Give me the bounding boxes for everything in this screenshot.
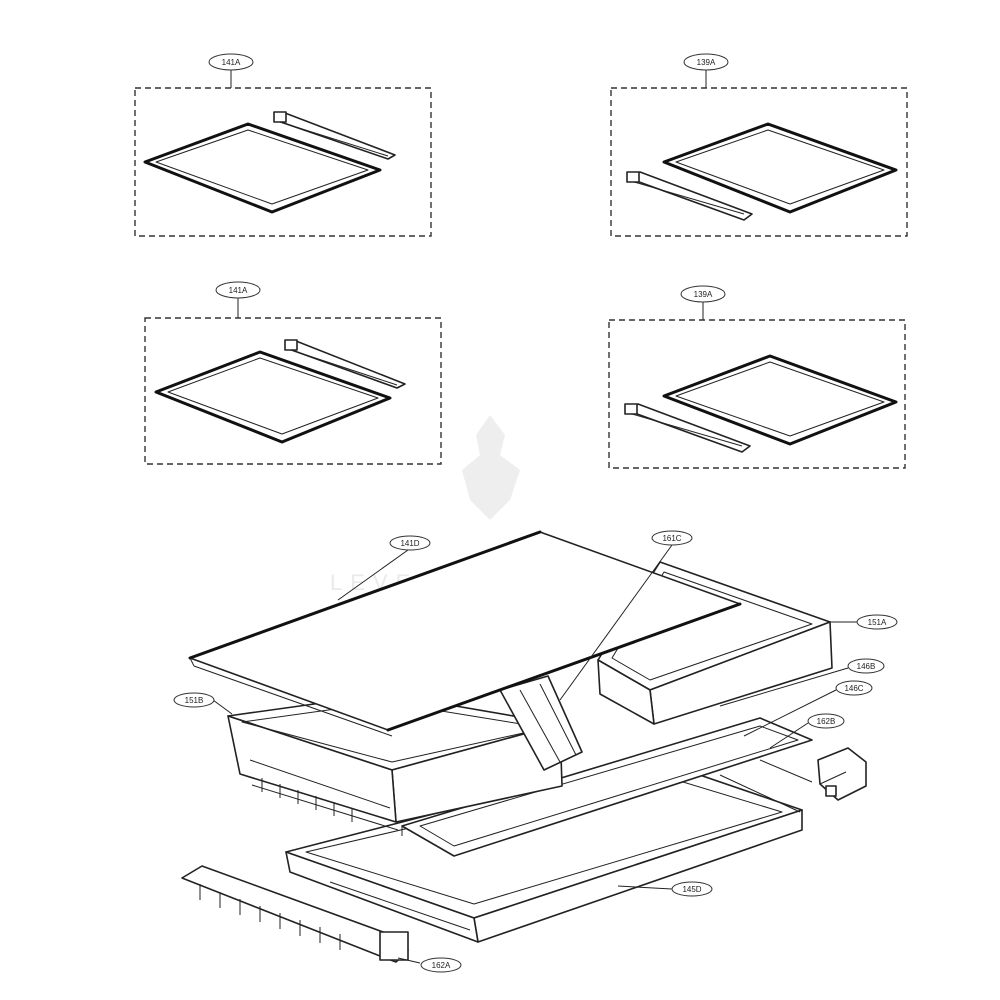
cover-plate bbox=[401, 717, 813, 857]
svg-text:146C: 146C bbox=[844, 684, 863, 693]
dashed-frame bbox=[144, 317, 442, 465]
svg-text:162B: 162B bbox=[817, 717, 836, 726]
callout-oval bbox=[680, 285, 726, 303]
svg-text:141D: 141D bbox=[400, 539, 419, 548]
right-bracket bbox=[759, 747, 867, 801]
callout-label: 139A bbox=[694, 290, 713, 299]
callout-145D: 145D bbox=[671, 881, 713, 897]
left-bracket bbox=[181, 865, 409, 963]
callout-oval bbox=[683, 53, 729, 71]
center-rail bbox=[499, 675, 583, 771]
dashed-frame bbox=[608, 319, 906, 469]
svg-text:151A: 151A bbox=[868, 618, 887, 627]
left-drawer bbox=[227, 693, 563, 831]
callout-label: 141A bbox=[229, 286, 248, 295]
svg-text:146B: 146B bbox=[857, 662, 876, 671]
svg-text:145D: 145D bbox=[682, 885, 701, 894]
large-glass-shelf bbox=[188, 530, 742, 737]
shelf-assembly-box-1: 141A bbox=[134, 53, 432, 237]
svg-text:162A: 162A bbox=[432, 961, 451, 970]
callout-label: 139A bbox=[697, 58, 716, 67]
callout-151A: 151A bbox=[856, 614, 898, 630]
shelf-assembly-box-4: 139A bbox=[608, 285, 906, 469]
dashed-frame bbox=[134, 87, 432, 237]
bottom-tray bbox=[285, 757, 803, 943]
callout-146B: 146B bbox=[847, 658, 885, 674]
callout-161C: 161C bbox=[651, 530, 693, 546]
callout-162A: 162A bbox=[420, 957, 462, 973]
callout-146C: 146C bbox=[835, 680, 873, 696]
svg-text:151B: 151B bbox=[185, 696, 204, 705]
callout-oval bbox=[215, 281, 261, 299]
shelf-assembly-box-3: 141A bbox=[144, 281, 442, 465]
callout-oval bbox=[208, 53, 254, 71]
crisper-assembly: 141D 161C 151A 146B 146C 162B 151B 145D bbox=[173, 530, 898, 973]
shelf-assembly-box-2: 139A bbox=[610, 53, 908, 237]
callout-151B: 151B bbox=[173, 692, 215, 708]
callout-141D: 141D bbox=[389, 535, 431, 551]
dashed-frame bbox=[610, 87, 908, 237]
svg-text:161C: 161C bbox=[662, 534, 681, 543]
callout-label: 141A bbox=[222, 58, 241, 67]
callout-162B: 162B bbox=[807, 713, 845, 729]
